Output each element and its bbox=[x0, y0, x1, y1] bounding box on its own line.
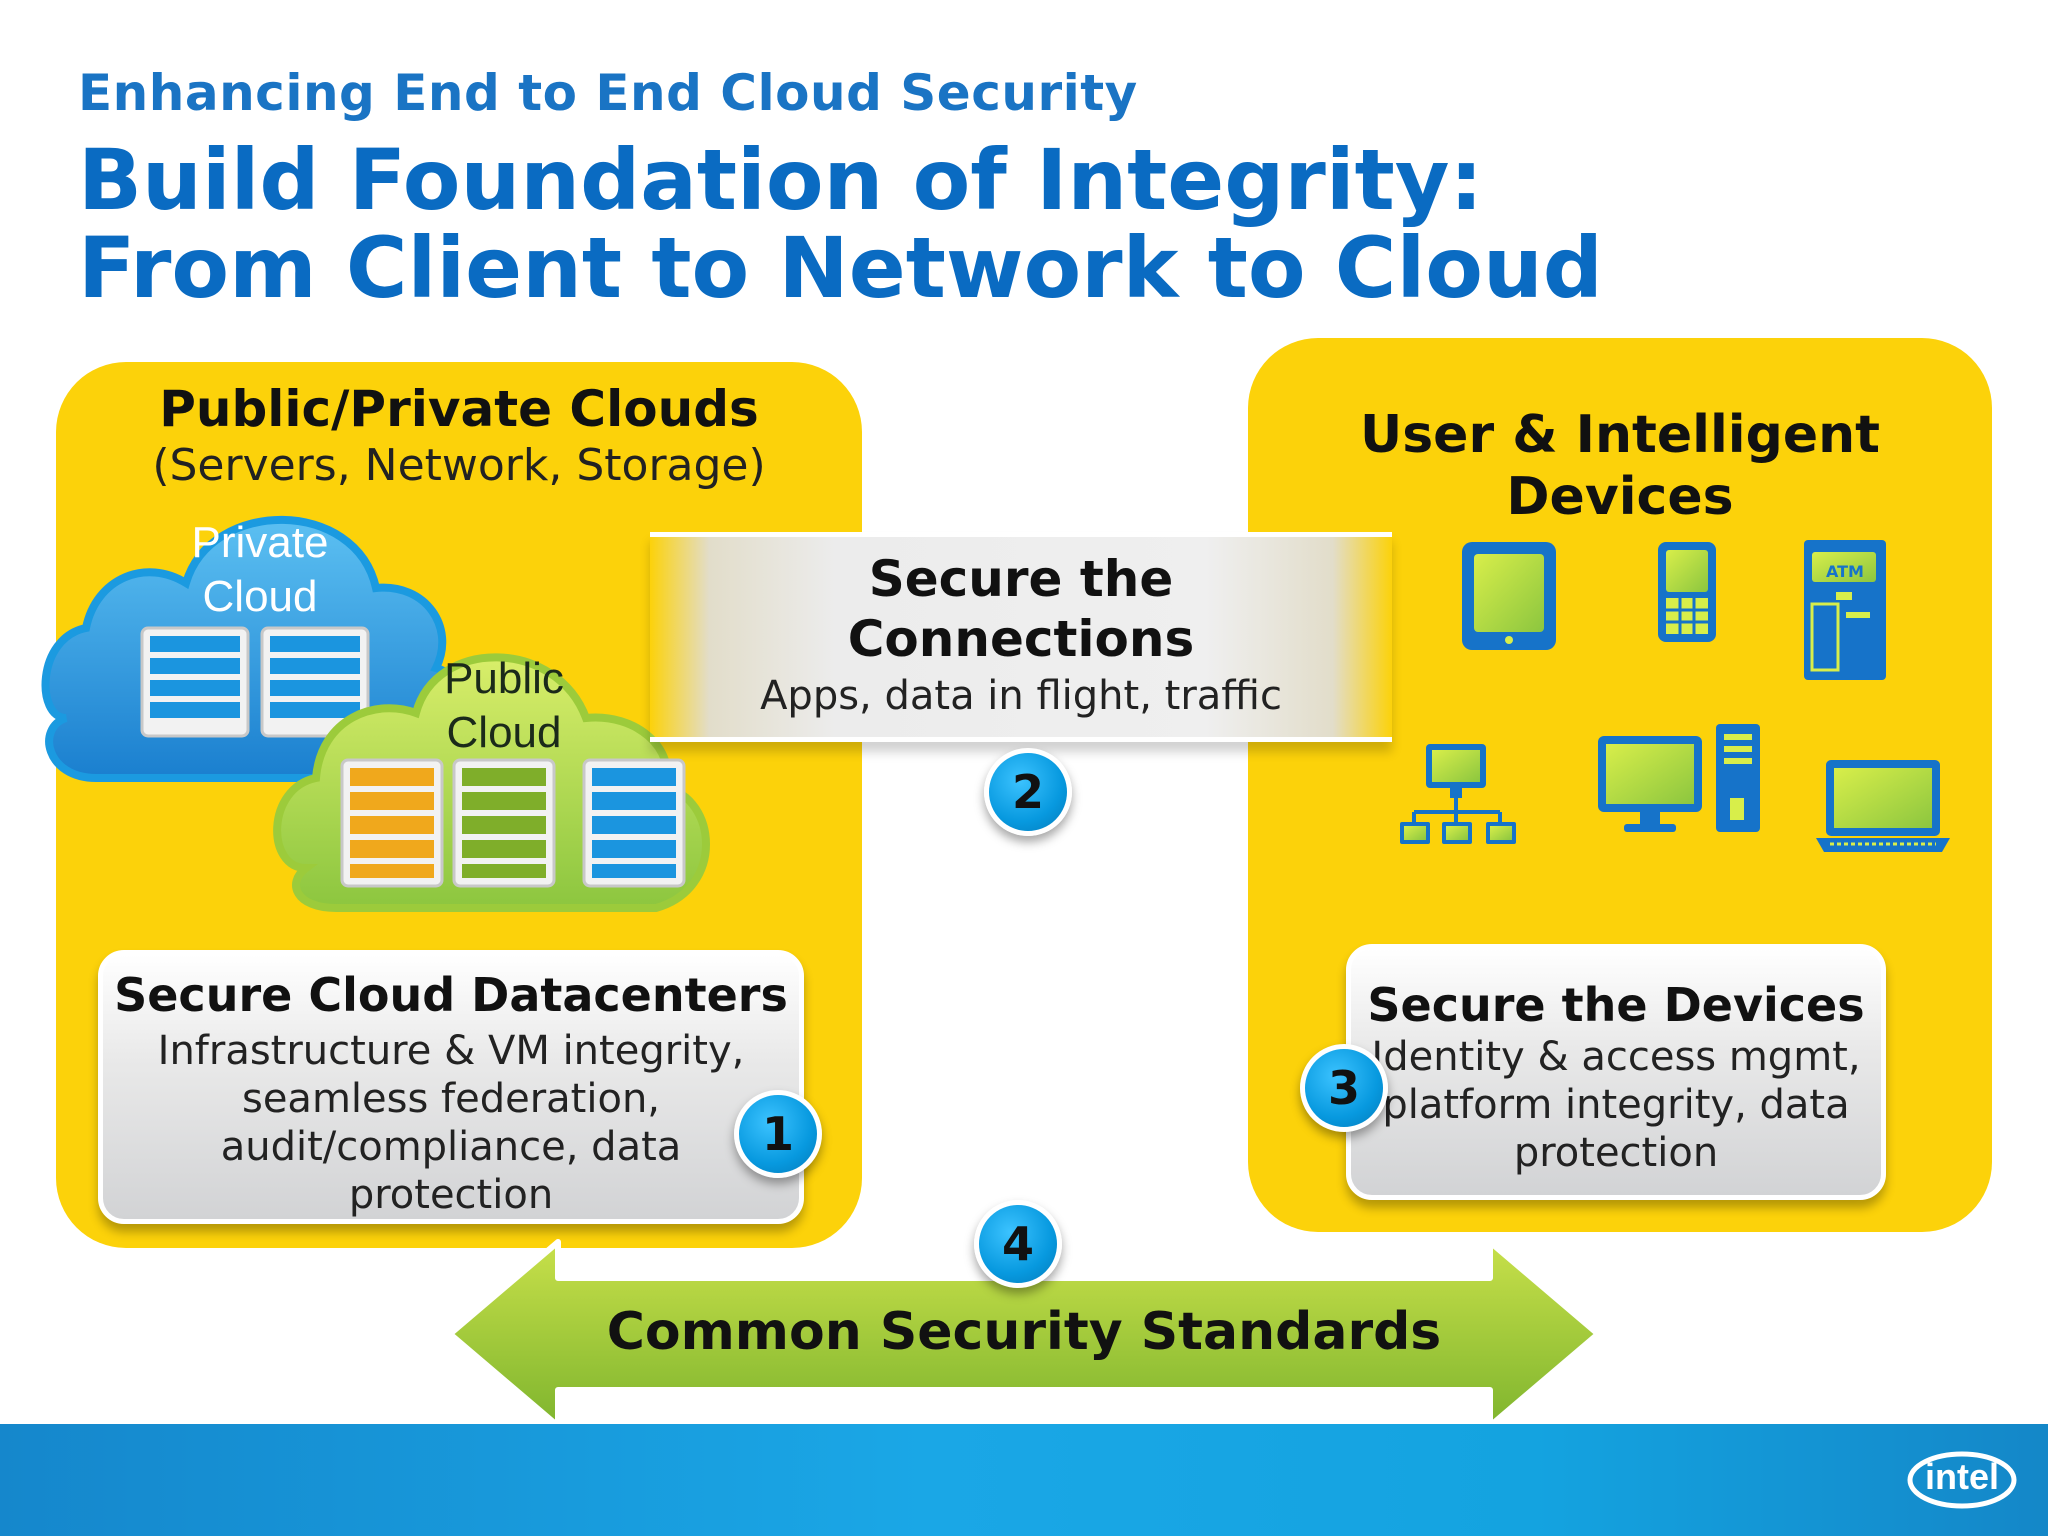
clouds-panel-title: Public/Private Clouds bbox=[159, 380, 759, 438]
laptop-icon bbox=[1816, 760, 1950, 852]
title-line-1: Build Foundation of Integrity: bbox=[78, 131, 1484, 229]
datacenters-box: Secure Cloud Datacenters Infrastructure … bbox=[98, 950, 804, 1224]
devices-line2: platform integrity, data bbox=[1382, 1082, 1850, 1128]
badge-1: 1 bbox=[734, 1090, 822, 1178]
devices-title-line1: User & Intelligent bbox=[1360, 405, 1880, 465]
public-cloud-label-line1: Public bbox=[444, 654, 564, 703]
phone-icon bbox=[1658, 542, 1716, 642]
connections-band: Secure the Connections Apps, data in fli… bbox=[650, 532, 1392, 742]
private-cloud-label: Private Cloud bbox=[160, 516, 360, 624]
intel-logo: intel bbox=[1906, 1448, 2018, 1512]
datacenters-line2: seamless federation, bbox=[241, 1076, 661, 1122]
atm-label: ATM bbox=[1826, 562, 1864, 581]
badge-3: 3 bbox=[1300, 1044, 1388, 1132]
badge-2: 2 bbox=[984, 748, 1072, 836]
datacenters-line3: audit/compliance, data bbox=[220, 1124, 682, 1170]
network-icon bbox=[1400, 744, 1516, 844]
datacenters-heading: Secure Cloud Datacenters bbox=[114, 968, 788, 1022]
title-line-2: From Client to Network to Cloud bbox=[78, 219, 1603, 317]
private-server-icon bbox=[140, 626, 370, 738]
badge-4: 4 bbox=[974, 1200, 1062, 1288]
connections-heading-2: Connections bbox=[847, 610, 1195, 668]
intel-logo-text: intel bbox=[1924, 1456, 1999, 1497]
private-cloud-label-line1: Private bbox=[191, 518, 329, 567]
clouds-panel-subtitle: (Servers, Network, Storage) bbox=[152, 440, 766, 491]
devices-box: Secure the Devices Identity & access mgm… bbox=[1346, 944, 1886, 1200]
device-icons bbox=[1400, 540, 1950, 852]
atm-icon bbox=[1804, 540, 1886, 680]
connections-heading-1: Secure the bbox=[868, 550, 1174, 608]
devices-line3: protection bbox=[1513, 1130, 1719, 1176]
datacenters-line4: protection bbox=[348, 1172, 554, 1218]
public-cloud-label-line2: Cloud bbox=[446, 708, 562, 757]
footer-bar bbox=[0, 1424, 2048, 1536]
devices-title-line2: Devices bbox=[1506, 467, 1734, 527]
devices-heading: Secure the Devices bbox=[1367, 978, 1865, 1032]
standards-label: Common Security Standards bbox=[606, 1302, 1442, 1362]
devices-line1: Identity & access mgmt, bbox=[1371, 1034, 1861, 1080]
tablet-icon bbox=[1462, 542, 1556, 650]
cloud-illustration bbox=[41, 515, 710, 912]
public-cloud-label: Public Cloud bbox=[404, 652, 604, 760]
page-title: Build Foundation of Integrity: From Clie… bbox=[78, 136, 1603, 312]
desktop-icon bbox=[1598, 724, 1760, 832]
standards-arrow bbox=[447, 1239, 1601, 1429]
public-server-icon bbox=[340, 758, 686, 888]
intel-logo-ring-icon bbox=[1907, 1451, 2017, 1509]
private-cloud-label-line2: Cloud bbox=[202, 572, 318, 621]
devices-panel-title: User & Intelligent Devices bbox=[1248, 404, 1992, 528]
datacenters-line1: Infrastructure & VM integrity, bbox=[157, 1028, 745, 1074]
connections-text: Apps, data in flight, traffic bbox=[760, 673, 1282, 719]
subtitle: Enhancing End to End Cloud Security bbox=[78, 64, 1138, 122]
